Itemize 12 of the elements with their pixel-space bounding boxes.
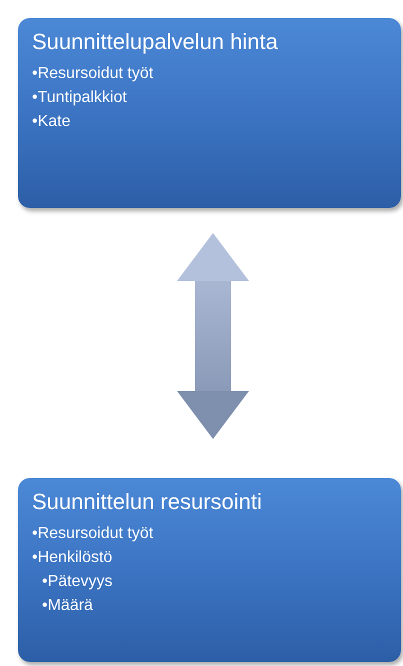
panel-heading: Suunnittelun resursointi — [32, 488, 262, 516]
bullet-item: •Henkilöstö — [32, 548, 112, 568]
bullet-item: •Tuntipalkkiot — [32, 88, 127, 108]
bullet-item: •Määrä — [42, 596, 93, 616]
text-panel — [18, 18, 401, 208]
bullet-item: •Resursoidut työt — [32, 64, 154, 84]
bullet-item: •Resursoidut työt — [32, 524, 154, 544]
text-panel — [18, 478, 401, 662]
bullet-item: •Pätevyys — [42, 572, 113, 592]
double-arrow — [177, 233, 249, 439]
bullet-item: •Kate — [32, 112, 71, 132]
panel-heading: Suunnittelupalvelun hinta — [32, 28, 278, 56]
